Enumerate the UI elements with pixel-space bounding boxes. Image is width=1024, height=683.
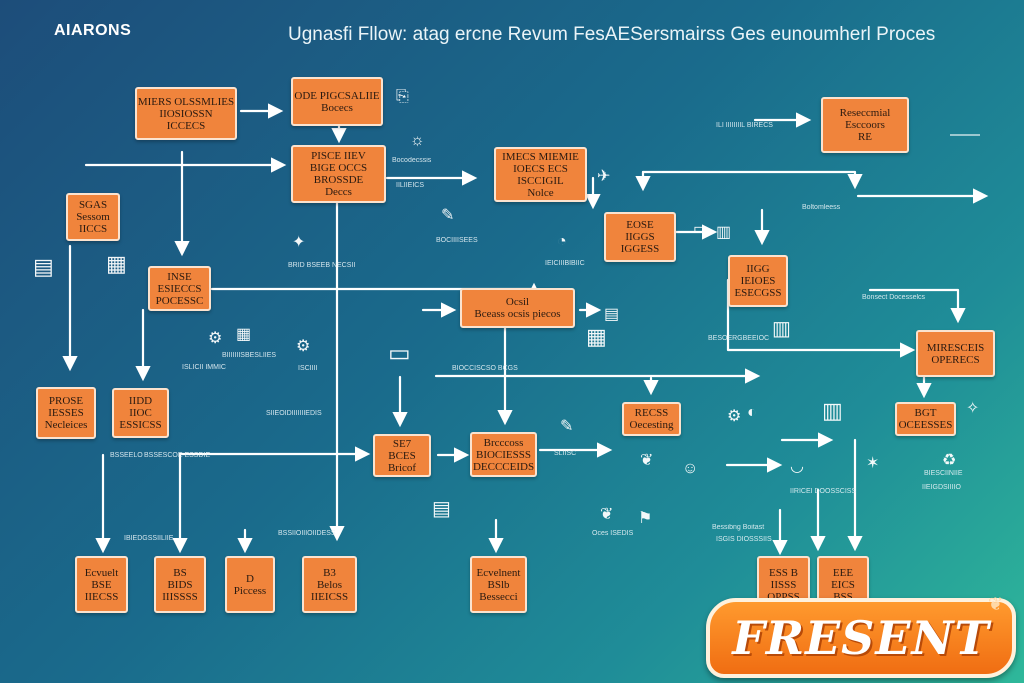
annotation-label: Oces ISEDIS [592, 530, 634, 537]
window-icon: ▭ [388, 340, 411, 367]
document-icon: ▤ [432, 498, 451, 520]
grid-card-icon: ▦ [106, 251, 127, 276]
recycle-icon: ♻ [942, 452, 957, 469]
image-card-icon: ▤ [33, 254, 54, 279]
annotation-label: Bocodecssis [392, 157, 432, 164]
annotation-label: BSSESCOE ESSDIE [144, 452, 211, 459]
gear-icon: ⚙ [727, 408, 742, 425]
annotation-label: BIOCCISCSO BCGS [452, 365, 518, 372]
annotation-label: Bonsect Docesselcs [862, 294, 926, 301]
annotation-label: BESOERGBEEIOC [708, 335, 770, 342]
grid-card-icon: ▦ [586, 324, 607, 349]
notepad-icon: ✎ [441, 207, 455, 224]
drawing-icon: ✎ [560, 418, 574, 435]
annotation-label: IIEIGDSIIIIO [922, 484, 961, 491]
plane-icon: ✈ [597, 168, 611, 185]
annotation-label: Boltomleess [802, 204, 841, 211]
annotation-label: BRID BSEEB NECSII [288, 262, 356, 269]
basket-icon: ◡ [790, 458, 804, 475]
annotation-label: ISLICII IMMIC [182, 364, 226, 371]
annotation-label: ISGIS DIOSSSIIS [716, 536, 772, 543]
annotation-label: ISCIIII [298, 365, 318, 372]
bird-icon: ❦ [640, 452, 654, 469]
table-icon: ▤ [604, 306, 620, 323]
annotation-label: BIIIIIIISBESLIIES [222, 352, 277, 359]
annotation-label: BSSIIOIIIOIIDESS [278, 530, 336, 537]
gauge-icon: ◐ [747, 404, 757, 421]
logo-text: FRESENT [732, 611, 990, 665]
annotation-label: IILIIEICS [396, 182, 425, 189]
monitor-icon: ▭ [693, 221, 709, 238]
document-icon: ⎘ [396, 88, 409, 105]
flag-icon: ⚑ [638, 510, 653, 527]
people-icon: ☺ [682, 460, 699, 477]
diagram-title: Ugnasfi Fllow: atag ercne Revum FesAESer… [288, 24, 936, 45]
connector-arrow [868, 288, 966, 324]
bird-icon: ❦ [600, 506, 614, 523]
butterfly-icon: ❦ [988, 594, 1004, 614]
shapes-icon: ✦ [292, 234, 306, 251]
star-icon: ✧ [966, 400, 980, 417]
annotation-label: BOCIIIISEES [436, 237, 478, 244]
gear-icon: ⚙ [296, 338, 311, 355]
annotation-label: IIRICEI DOOSSCISS [790, 488, 857, 495]
annotation-label: IBIEDGSSIILIIE [124, 535, 174, 542]
annotation-label: IEICIIIBIBIIC [545, 260, 585, 267]
annotation-label: SIIEOIDIIIIIIIEDIS [266, 410, 322, 417]
annotation-label: BIESCIINIIE [924, 470, 963, 477]
annotation-label: BSSEELO [110, 452, 143, 459]
brand-logo: AIARONS [54, 22, 132, 39]
sparkle-icon: ✶ [866, 455, 880, 472]
annotation-label: Bessibng Boitast [712, 524, 765, 531]
fresent-logo: FRESENT [706, 598, 1016, 678]
annotation-label: ILI IIIIIIIIL BIRECS [716, 122, 773, 129]
bars-chart-icon: ▥ [822, 398, 843, 423]
bulb-icon: ☼ [410, 132, 425, 149]
settings-icon: ⚙ [208, 330, 223, 347]
gauge-icon: ◔ [557, 233, 567, 250]
grid-card-icon: ▦ [236, 326, 252, 343]
bars-chart-icon: ▥ [772, 318, 791, 340]
bars-chart-icon: ▥ [716, 224, 732, 241]
annotation-label: SLIISC [554, 450, 577, 457]
connector-arrow [641, 170, 863, 190]
